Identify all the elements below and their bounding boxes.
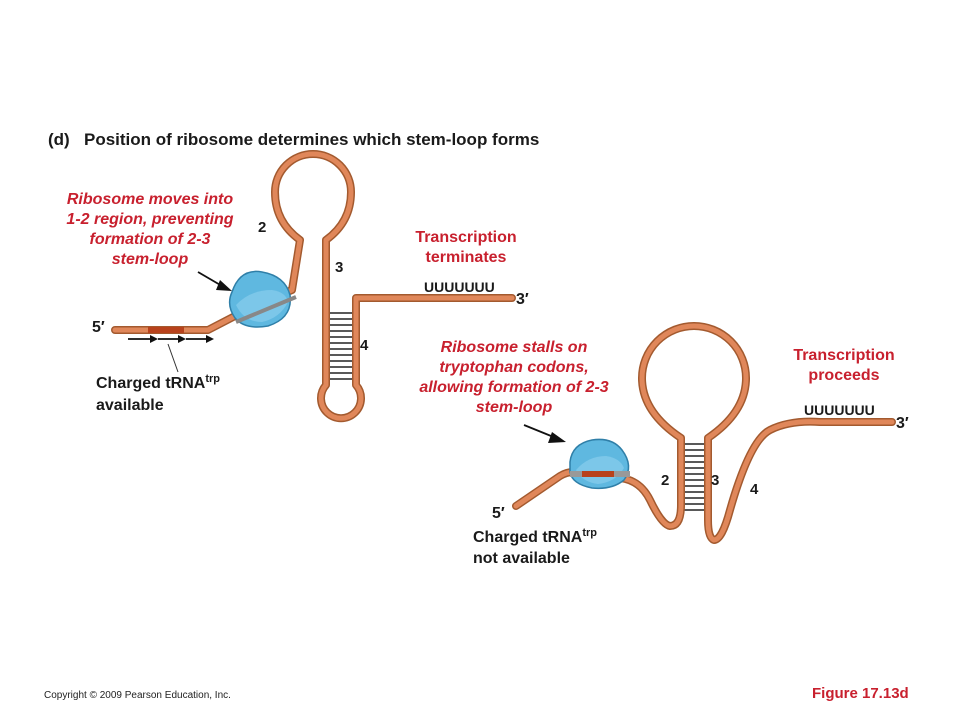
bottom-trp-codons: [582, 471, 614, 477]
top-ribosome-pointer: [197, 271, 232, 291]
bottom-trna-status: not available: [473, 550, 570, 567]
figure-number: Figure 17.13d: [812, 685, 909, 702]
bottom-ribosome: [569, 438, 630, 490]
top-ribosome-note-line3: formation of 2-3: [90, 231, 211, 248]
bottom-trna-name: Charged tRNA: [473, 529, 583, 546]
top-ribosome-note-line4: stem-loop: [112, 251, 189, 268]
bottom-result-line1: Transcription: [793, 347, 894, 364]
top-trna-leader-line: [167, 343, 179, 373]
top-mrna-strand: [111, 150, 516, 423]
top-ribosome-note-line2: 1-2 region, preventing: [66, 211, 233, 228]
top-trna-status: available: [96, 397, 164, 414]
top-region-2-label: 2: [258, 219, 266, 236]
bottom-ribosome-note-line1: Ribosome stalls on: [441, 339, 588, 356]
top-ribosome-note-line1: Ribosome moves into: [67, 191, 233, 208]
panel-letter: (d): [48, 130, 70, 149]
top-ribosome: [228, 270, 297, 328]
bottom-poly-u: UUUUUUU: [804, 402, 875, 418]
bottom-trna-superscript: trp: [582, 527, 597, 539]
top-3prime-end: 3′: [516, 291, 529, 308]
top-stem-3-4-pairing: [330, 312, 352, 380]
bottom-3prime-end: 3′: [896, 415, 909, 432]
top-5prime-end: 5′: [92, 319, 105, 336]
bottom-region-4-label: 4: [750, 481, 759, 498]
bottom-region-2-label: 2: [661, 472, 669, 489]
bottom-stem-2-3-pairing: [684, 443, 704, 511]
bottom-ribosome-note-line3: allowing formation of 2-3: [419, 379, 608, 396]
copyright-notice: Copyright © 2009 Pearson Education, Inc.: [44, 690, 231, 701]
bottom-ribosome-note-line2: tryptophan codons,: [439, 359, 588, 376]
top-trp-codons: [148, 327, 184, 333]
bottom-ribosome-note-line4: stem-loop: [476, 399, 553, 416]
bottom-ribosome-pointer: [523, 424, 566, 443]
top-region-3-label: 3: [335, 259, 343, 276]
top-trna-name: Charged tRNA: [96, 375, 206, 392]
bottom-region-3-label: 3: [711, 472, 719, 489]
bottom-result-line2: proceeds: [808, 367, 879, 384]
top-region-4-label: 4: [360, 337, 369, 354]
top-result-line1: Transcription: [415, 229, 516, 246]
top-trna-superscript: trp: [205, 373, 220, 385]
top-result-line2: terminates: [426, 249, 507, 266]
top-trna-label: Charged tRNAtrp: [96, 373, 220, 392]
bottom-5prime-end: 5′: [492, 505, 505, 522]
bottom-trna-label: Charged tRNAtrp: [473, 527, 597, 546]
top-trna-arrows: [128, 335, 214, 343]
top-poly-u: UUUUUUU: [424, 279, 495, 295]
bottom-mrna-strand: [512, 322, 896, 544]
panel-title: Position of ribosome determines which st…: [84, 130, 539, 149]
